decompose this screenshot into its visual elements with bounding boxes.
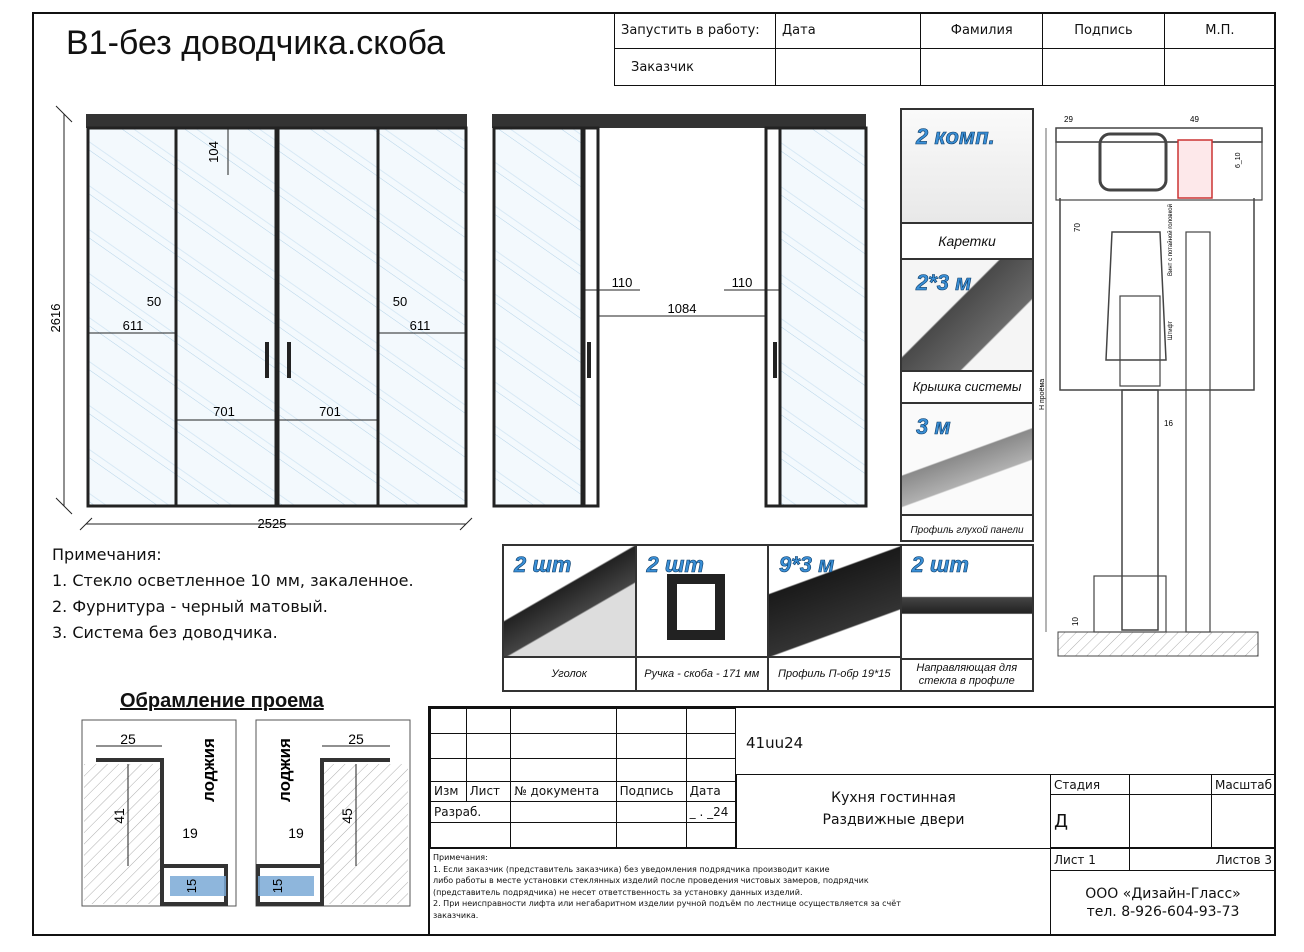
panel-slide-left xyxy=(174,126,278,508)
comp-qty-1: 2*3 м xyxy=(916,270,972,296)
title-block: Изм Лист № документа Подпись Дата Разраб… xyxy=(428,706,1277,936)
top-track xyxy=(86,114,467,128)
framing-right: 25 45 19 15 лоджия xyxy=(255,719,411,907)
handle-left xyxy=(265,342,269,378)
dim-right-width: 611 xyxy=(410,318,431,333)
comp-cover: 2*3 м xyxy=(902,260,1032,372)
note-3: 3. Система без доводчика. xyxy=(52,623,278,642)
sec-d10: 10 xyxy=(1071,617,1080,626)
dim-mid-right: 701 xyxy=(319,404,341,419)
note-2: 2. Фурнитура - черный матовый. xyxy=(52,597,328,616)
fr-side: 45 xyxy=(339,808,355,824)
dim-left-gap: 110 xyxy=(612,275,633,290)
section-drawing: 29 49 6_10 70 16 10 Н проёма Винт с пота… xyxy=(1039,115,1263,657)
panel2-left xyxy=(492,126,584,508)
dim-left-offset: 50 xyxy=(147,294,161,309)
bottom-components: 2 шт Уголок 2 шт Ручка - скоба - 171 мм … xyxy=(502,544,1034,692)
elevation-1: 2616 2525 104 611 50 611 50 701 701 xyxy=(48,105,473,531)
object-name: Кухня гостинная Раздвижные двери xyxy=(736,774,1050,848)
bcomp-qty-1: 2 шт xyxy=(646,552,704,578)
stadia-val: Д xyxy=(1050,794,1130,848)
fr-loggia: лоджия xyxy=(275,738,294,802)
fr-depth: 15 xyxy=(270,879,285,893)
sheets-total: Листов 3 xyxy=(1129,848,1276,871)
dim-top: 104 xyxy=(206,141,221,163)
dim-right-gap: 110 xyxy=(732,275,753,290)
scale-label: Масштаб xyxy=(1210,774,1277,795)
comp-caption-1: Крышка системы xyxy=(902,372,1032,404)
company: ООО «Дизайн-Гласс» xyxy=(1085,886,1241,902)
dim-mid-left: 701 xyxy=(213,404,235,419)
sec-pin: Штифт xyxy=(1168,321,1174,340)
fr-inner: 19 xyxy=(288,825,304,841)
fl-inner: 19 xyxy=(182,825,198,841)
razrab: Разраб. xyxy=(429,801,512,824)
handle-right xyxy=(287,342,291,378)
handle2-right xyxy=(773,342,777,378)
notes: Примечания: 1. Стекло осветленное 10 мм,… xyxy=(52,542,414,646)
fl-top: 25 xyxy=(120,731,136,747)
sec-d29: 29 xyxy=(1064,115,1073,124)
comp-caption-0: Каретки xyxy=(902,224,1032,260)
comp-panel-profile: 3 м xyxy=(902,404,1032,516)
framing-title: Обрамление проема xyxy=(120,690,324,712)
components-column: 2 комп. Каретки 2*3 м Крышка системы 3 м… xyxy=(900,108,1034,542)
stamp-col: М.П. xyxy=(1163,12,1277,49)
dim-right-offset: 50 xyxy=(393,294,407,309)
bcomp-caption-0: Уголок xyxy=(504,656,635,690)
sec-d70: 70 xyxy=(1073,223,1082,232)
fr-top: 25 xyxy=(348,731,364,747)
sec-d16: 16 xyxy=(1164,419,1173,428)
dim-height: 2616 xyxy=(48,304,63,333)
notes-heading: Примечания: xyxy=(52,545,162,564)
sheet-num: Лист 1 xyxy=(1050,848,1130,871)
drawing-title: В1-без доводчика.скоба xyxy=(66,24,446,62)
fl-side: 41 xyxy=(111,808,127,824)
panel-fixed-left xyxy=(86,126,178,508)
comp-qty-0: 2 комп. xyxy=(916,124,995,150)
date-val: _ . _24 xyxy=(685,801,737,824)
stadia-label: Стадия xyxy=(1050,774,1130,795)
dim-width: 2525 xyxy=(258,516,287,531)
stamp-notes: Примечания: 1. Если заказчик (представит… xyxy=(430,848,1050,936)
panel2-right xyxy=(778,126,868,508)
approval-table: Запустить в работу: Дата Фамилия Подпись… xyxy=(614,12,1277,86)
h-list: Лист xyxy=(465,780,512,803)
bcomp-qty-3: 2 шт xyxy=(911,552,969,578)
bcomp-qty-2: 9*3 м xyxy=(779,552,835,578)
fl-depth: 15 xyxy=(184,879,199,893)
dim-left-width: 611 xyxy=(123,318,144,333)
sec-h: Н проёма xyxy=(1039,379,1046,410)
sec-screw: Винт с потайной головкой xyxy=(1167,204,1174,276)
drawing-code: 41uu24 xyxy=(746,734,804,752)
phone: тел. 8-926-604-93-73 xyxy=(1086,904,1240,920)
top-track-2 xyxy=(492,114,866,128)
h-doc: № документа xyxy=(510,780,617,803)
elevation-2: 110 110 1084 xyxy=(492,114,868,508)
sec-d49: 49 xyxy=(1190,115,1199,124)
fl-loggia: лоджия xyxy=(199,738,218,802)
panel-slide-right xyxy=(276,126,380,508)
bcomp-qty-0: 2 шт xyxy=(514,552,572,578)
bcomp-caption-3: Направляющая для стекла в профиле xyxy=(901,658,1032,690)
bcomp-caption-2: Профиль П-обр 19*15 xyxy=(769,656,900,690)
sec-d6: 6_10 xyxy=(1235,152,1242,168)
comp-qty-2: 3 м xyxy=(916,414,951,440)
framing-left: 25 41 19 15 лоджия xyxy=(81,719,237,907)
h-sign: Подпись xyxy=(615,780,687,803)
note-1: 1. Стекло осветленное 10 мм, закаленное. xyxy=(52,571,414,590)
dim-opening: 1084 xyxy=(668,301,697,316)
surname-col: Фамилия xyxy=(920,12,1044,49)
h-izm: Изм xyxy=(430,780,467,803)
comp-carriages: 2 комп. xyxy=(902,110,1032,224)
customer-label: Заказчик xyxy=(614,48,776,86)
handle2-left xyxy=(587,342,591,378)
panel-fixed-right xyxy=(376,126,468,508)
bcomp-caption-1: Ручка - скоба - 171 мм xyxy=(636,656,767,690)
h-date: Дата xyxy=(685,780,737,803)
comp-caption-2: Профиль глухой панели xyxy=(910,525,1024,536)
